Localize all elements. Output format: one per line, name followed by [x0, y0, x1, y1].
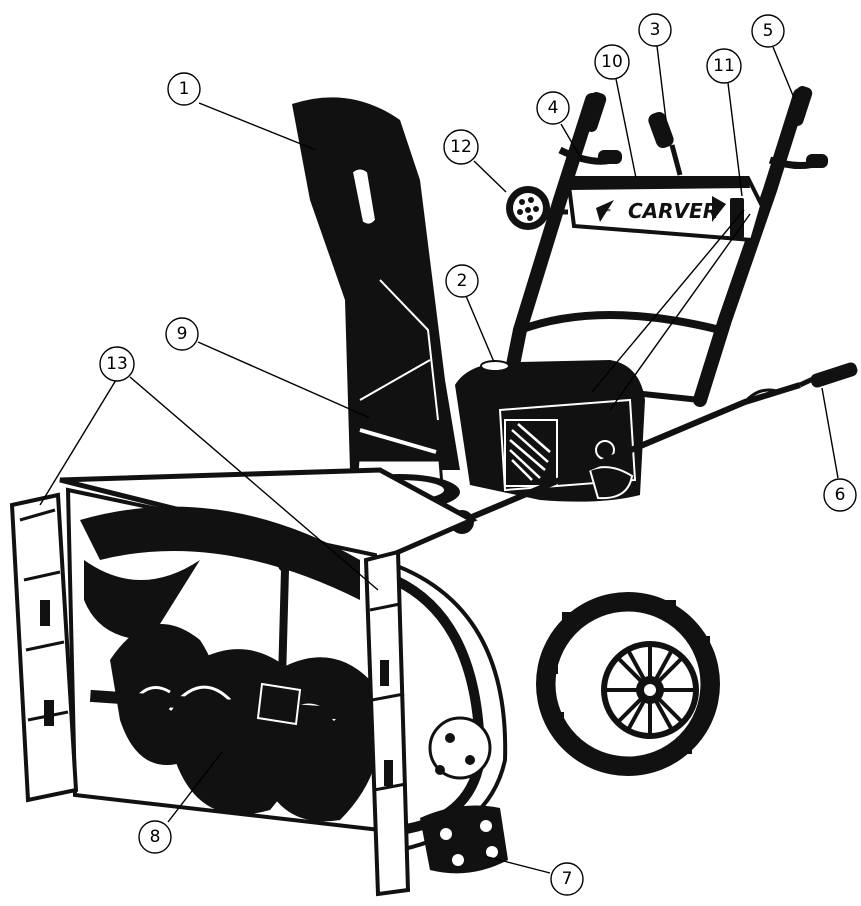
leader-12	[473, 160, 507, 193]
callout-2-label: 2	[457, 271, 468, 291]
callout-4-label: 4	[548, 98, 559, 118]
leader-3	[656, 45, 667, 121]
callout-7-label: 7	[562, 869, 573, 889]
callout-6: 6	[823, 478, 857, 512]
callout-11: 11	[706, 48, 742, 84]
callout-1-label: 1	[179, 79, 190, 99]
brand-logo-prefix: =	[606, 207, 611, 214]
brand-logo: CARVER	[628, 199, 718, 223]
callout-8: 8	[138, 820, 172, 854]
leader-2	[465, 295, 495, 363]
callout-1: 1	[167, 72, 201, 106]
control-panel: CARVER =	[565, 176, 765, 243]
callout-10-label: 10	[601, 52, 623, 72]
auger	[89, 558, 381, 822]
callout-4: 4	[536, 91, 570, 125]
leader-lines	[39, 45, 839, 874]
discharge-chute	[292, 97, 460, 510]
callout-3: 3	[638, 13, 672, 47]
leader-13b	[129, 376, 379, 591]
leader-10	[615, 78, 637, 179]
leader-13a	[39, 379, 117, 506]
handle-frame	[503, 86, 828, 407]
engine	[455, 360, 645, 502]
left-side-skid	[9, 492, 79, 803]
leader-6	[821, 387, 839, 479]
leader-4	[560, 123, 583, 161]
callout-6-label: 6	[835, 485, 846, 505]
headlight	[506, 186, 568, 230]
callout-11-label: 11	[713, 56, 735, 76]
leader-8	[167, 751, 223, 823]
callout-13-label: 13	[106, 354, 128, 374]
skid-shoe	[420, 805, 508, 874]
callout-12-label: 12	[450, 137, 472, 157]
callout-2: 2	[445, 264, 479, 298]
callout-5-label: 5	[763, 21, 774, 41]
snowblower-illustration: CARVER =	[9, 86, 858, 897]
leader-11b	[591, 209, 745, 393]
leader-7	[483, 855, 551, 874]
callout-5: 5	[751, 14, 785, 48]
callout-3-label: 3	[650, 20, 661, 40]
leader-11	[727, 82, 743, 197]
wheel	[536, 592, 720, 776]
callout-9-label: 9	[177, 324, 188, 344]
leader-1	[198, 102, 317, 151]
leader-5	[772, 46, 795, 99]
leader-11c	[609, 213, 751, 411]
callout-8-label: 8	[150, 827, 161, 847]
callout-7: 7	[550, 862, 584, 896]
callout-10: 10	[594, 44, 630, 80]
callouts: 1 2 3 4 5 6 7 8	[99, 13, 857, 896]
callout-13: 13	[99, 346, 135, 382]
right-side-skid	[363, 549, 411, 897]
callout-12: 12	[443, 129, 479, 165]
callout-9: 9	[165, 317, 199, 351]
leader-9	[197, 341, 371, 419]
